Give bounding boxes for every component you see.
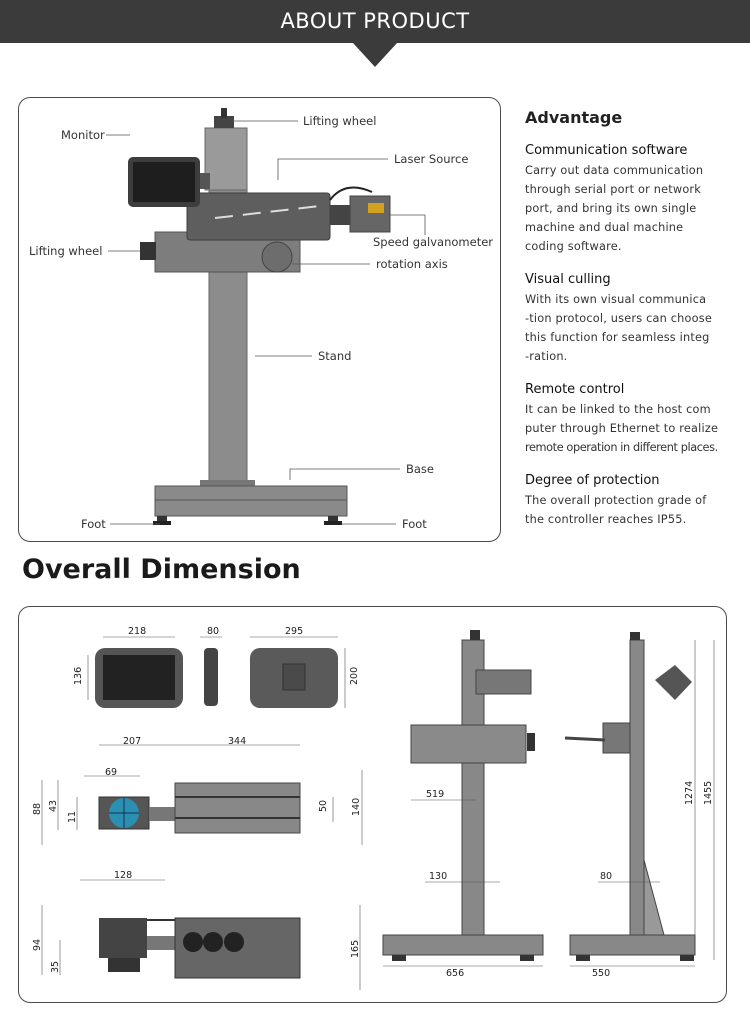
dim-monitor-back-width: 295 bbox=[285, 626, 303, 637]
advantage-item-text: With its own visual communica-tion proto… bbox=[525, 293, 713, 363]
advantage-item: Communication software Carry out data co… bbox=[525, 143, 740, 256]
header-arrow bbox=[353, 43, 397, 67]
advantage-section: Advantage Communication software Carry o… bbox=[525, 108, 740, 545]
dim-monitor-front-height: 136 bbox=[73, 667, 84, 685]
dim-140: 140 bbox=[351, 798, 362, 816]
dimension-lines bbox=[41, 636, 715, 990]
label-stand: Stand bbox=[318, 349, 351, 363]
label-laser-source: Laser Source bbox=[394, 152, 468, 166]
advantage-item: Visual culling With its own visual commu… bbox=[525, 272, 740, 366]
advantage-item: Remote control It can be linked to the h… bbox=[525, 382, 740, 457]
dim-laser-head-length: 207 bbox=[123, 736, 141, 747]
dim-1455: 1455 bbox=[703, 781, 714, 805]
label-foot-left: Foot bbox=[81, 517, 106, 531]
stand-front-view bbox=[382, 630, 544, 961]
label-speed-galvanometer: Speed galvanometer bbox=[373, 235, 493, 249]
dim-laser-body-length: 344 bbox=[228, 736, 246, 747]
label-leaders bbox=[106, 120, 426, 525]
label-monitor: Monitor bbox=[61, 128, 105, 142]
label-rotation-axis: rotation axis bbox=[376, 257, 448, 271]
laser-side-view bbox=[99, 917, 301, 979]
dim-88: 88 bbox=[32, 803, 43, 815]
dim-94: 94 bbox=[32, 939, 43, 951]
label-foot-right: Foot bbox=[402, 517, 427, 531]
dim-35: 35 bbox=[50, 961, 61, 973]
dim-50: 50 bbox=[318, 800, 329, 812]
laser-top-view bbox=[98, 782, 301, 834]
dim-80-stand: 80 bbox=[600, 871, 612, 882]
dim-130: 130 bbox=[429, 871, 447, 882]
advantage-item-title: Communication software bbox=[525, 143, 688, 158]
advantage-title: Advantage bbox=[525, 108, 623, 127]
dim-43: 43 bbox=[48, 800, 59, 812]
dim-lens-width: 69 bbox=[105, 767, 117, 778]
dim-1274: 1274 bbox=[684, 781, 695, 805]
dim-128: 128 bbox=[114, 870, 132, 881]
advantage-item: Degree of protection The overall protect… bbox=[525, 473, 740, 529]
advantage-item-title: Remote control bbox=[525, 382, 625, 397]
dim-550: 550 bbox=[592, 968, 610, 979]
monitor-views bbox=[95, 648, 338, 708]
stand-side-view bbox=[564, 632, 696, 961]
dim-519: 519 bbox=[426, 789, 444, 800]
dim-monitor-front-width: 218 bbox=[128, 626, 146, 637]
label-lifting-wheel-top: Lifting wheel bbox=[303, 114, 376, 128]
dim-656: 656 bbox=[446, 968, 464, 979]
advantage-item-title: Visual culling bbox=[525, 272, 611, 287]
dim-monitor-back-height: 200 bbox=[349, 667, 360, 685]
label-base: Base bbox=[406, 462, 434, 476]
page-title: ABOUT PRODUCT bbox=[280, 9, 470, 33]
dim-11: 11 bbox=[67, 811, 78, 823]
dim-monitor-side-depth: 80 bbox=[207, 626, 219, 637]
machine-illustration bbox=[128, 108, 391, 525]
product-diagram-panel bbox=[18, 97, 501, 542]
dim-165: 165 bbox=[350, 940, 361, 958]
header-bar bbox=[0, 0, 750, 43]
label-lifting-wheel-left: Lifting wheel bbox=[29, 244, 102, 258]
advantage-item-title: Degree of protection bbox=[525, 473, 660, 488]
dimension-title: Overall Dimension bbox=[22, 554, 301, 585]
